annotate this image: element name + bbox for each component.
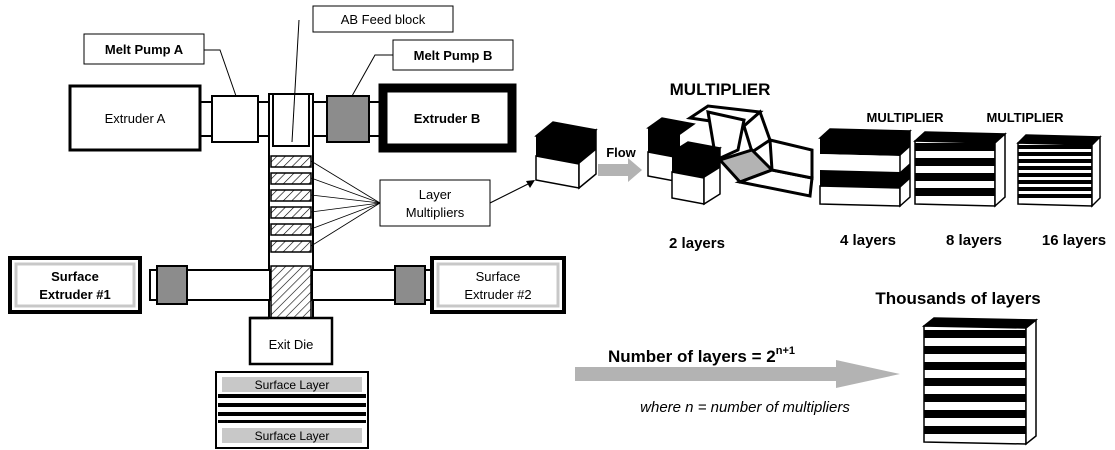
multiplier-device [646,104,814,206]
surface-extruder-1-inner [14,262,136,308]
layers-16-label: 16 layers [1042,232,1106,249]
block-thousands-layers [921,317,1039,446]
surface-extruder-2-inner [436,262,560,308]
layer-multipliers-leaders [310,160,381,247]
surface-extruder-2-label-2: Extruder #2 [464,287,531,302]
ab-feed-block [272,93,310,147]
exit-die [248,316,334,366]
surface-pump-1 [156,265,188,305]
melt-pump-a-leader [204,49,237,97]
melt-pump-b-label: Melt Pump B [414,48,493,63]
multiplier-element [270,172,312,185]
multiplier-title: MULTIPLIER [670,80,771,99]
melt-pump-a-label-box [83,33,205,65]
surface-layer-top-label: Surface Layer [255,378,330,392]
extruder-a-label: Extruder A [105,111,166,126]
surface-layer-bottom-label: Surface Layer [255,429,330,443]
ab-feed-block-label-box [312,5,454,33]
melt-pump-b-label-box [392,39,514,71]
melt-pump-a-label: Melt Pump A [105,42,184,57]
flow-label: Flow [606,145,636,160]
multiplier-element [270,189,312,202]
callout-arrow [489,182,531,204]
block-16-layers [1016,134,1102,208]
ab-feed-block-label: AB Feed block [341,12,426,27]
layers-4-label: 4 layers [840,232,896,249]
extruder-a [68,84,202,152]
film-cross-section [215,371,369,449]
flow-arrow [598,158,642,182]
extruder-b-label: Extruder B [414,111,480,126]
thousands-title: Thousands of layers [875,289,1040,308]
formula-exponent: n+1 [776,345,795,357]
surface-extruder-1-label-1: Surface [51,269,99,284]
formula-note: where n = number of multipliers [640,399,850,416]
melt-pump-b [326,95,370,143]
layers-2-label: 2 layers [669,235,725,252]
callout-arrowhead [526,180,535,188]
block-4-layers [818,128,912,208]
layers-8-label: 8 layers [946,232,1002,249]
surface-junction [270,265,312,319]
multiplier-element [270,155,312,168]
layer-multipliers-label-2: Multipliers [406,205,465,220]
block-8-layers [913,131,1007,208]
input-cube-2-layer [534,121,598,190]
surface-pump-2 [394,265,426,305]
multiplier-label-1: MULTIPLIER [866,110,944,125]
layer-multipliers-label-box [379,179,491,227]
formula-main: Number of layers = 2 [608,347,776,366]
exit-die-label: Exit Die [269,337,314,352]
multiplier-label-2: MULTIPLIER [986,110,1064,125]
big-flow-arrow [575,360,900,388]
formula-text: Number of layers = 2n+1 [608,345,795,366]
melt-pump-b-leader [351,54,393,97]
surface-extruder-1-label-2: Extruder #1 [39,287,111,302]
layer-multiplier-stack [270,155,312,253]
layer-multipliers-label-1: Layer [419,187,452,202]
ab-feed-block-leader [291,19,300,143]
surface-extruder-2-label-1: Surface [476,269,521,284]
melt-pump-a [211,95,259,143]
multiplier-element [270,223,312,236]
multiplier-element [270,240,312,253]
extruder-b [378,83,517,153]
multiplier-element [270,206,312,219]
